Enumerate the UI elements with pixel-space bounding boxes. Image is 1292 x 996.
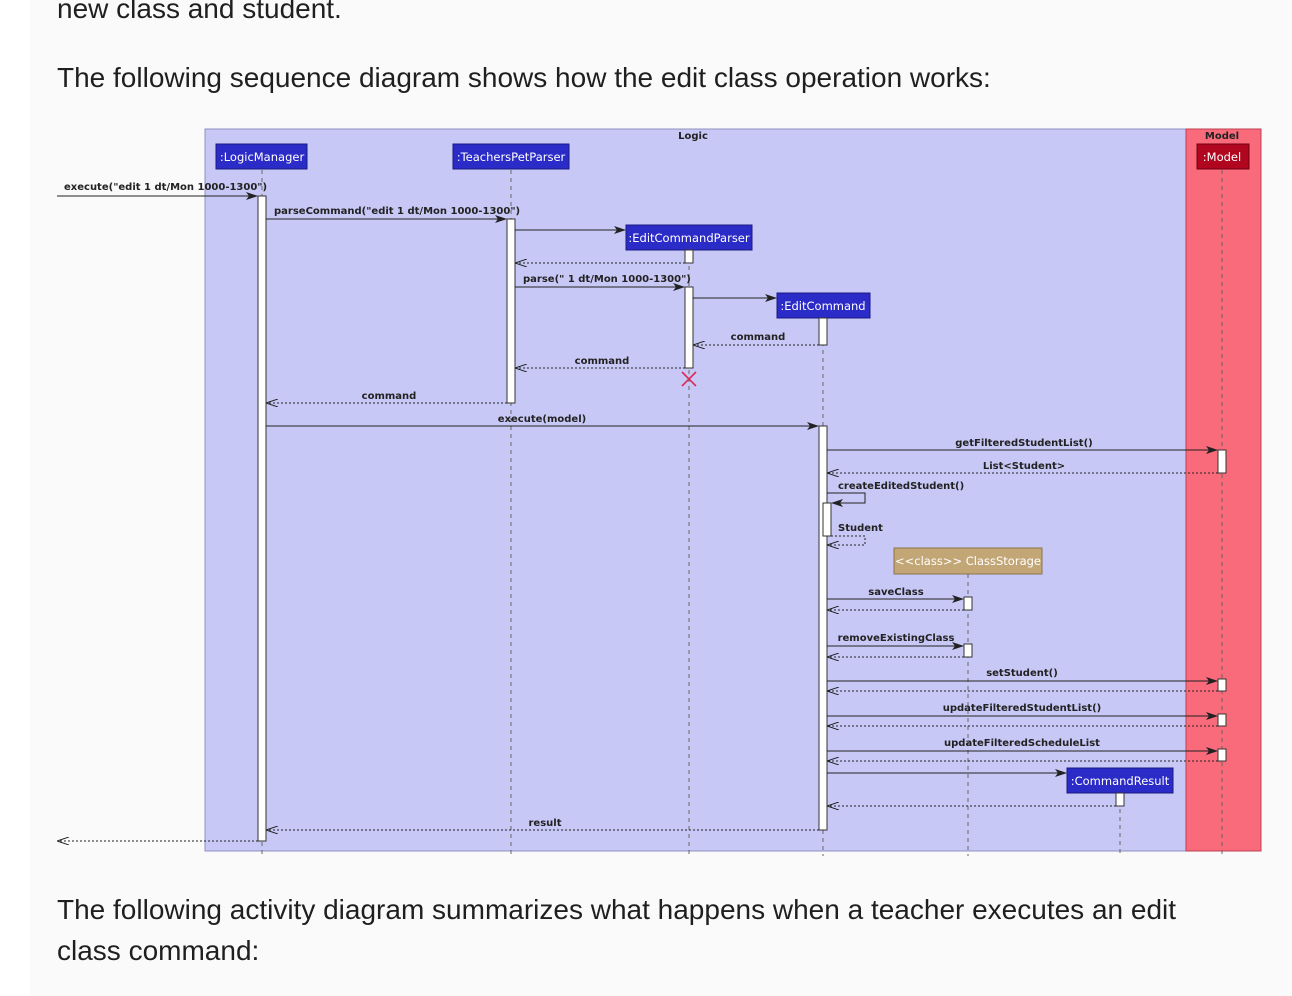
label-create-edited: createEditedStudent(): [838, 481, 964, 492]
label-update-filtered-student: updateFilteredStudentList(): [943, 703, 1101, 714]
participant-edit-command-box: [776, 292, 871, 319]
sequence-diagram-intro: The following sequence diagram shows how…: [57, 62, 991, 93]
activation-model-1: [1217, 449, 1227, 474]
label-save-class: saveClass: [868, 587, 923, 598]
participant-command-result-box: [1066, 767, 1174, 794]
activation-logic-manager: [257, 195, 267, 842]
label-command-1: command: [731, 332, 786, 343]
participant-parser-box: [452, 143, 570, 170]
participant-model-label: :Model: [1203, 150, 1241, 164]
activation-edit-command-2: [818, 425, 828, 831]
activation-edit-parser-2: [684, 286, 694, 369]
participant-logic-manager-box: [215, 143, 308, 170]
label-list-student: List<Student>: [983, 461, 1065, 472]
participant-edit-parser-box: [625, 224, 753, 251]
label-execute-model: execute(model): [498, 414, 586, 425]
activity-intro-text: The following activity diagram summarize…: [57, 894, 1177, 966]
participant-class-storage-label: <<class>> ClassStorage: [895, 554, 1041, 568]
top-paragraph-line: new class and student.: [57, 0, 342, 24]
label-command-2: command: [575, 356, 630, 367]
participant-logic-manager-label: :LogicManager: [220, 150, 305, 164]
label-set-student: setStudent(): [986, 668, 1058, 679]
participant-parser-label: :TeachersPetParser: [457, 150, 566, 164]
activation-edit-parser-1: [684, 249, 694, 264]
label-result: result: [529, 818, 562, 829]
participant-model-box: [1196, 143, 1250, 170]
activation-parser: [506, 218, 516, 404]
activation-class-storage-1: [963, 596, 973, 611]
participant-command-result-label: :CommandResult: [1071, 774, 1170, 788]
activation-edit-command-nested: [822, 502, 832, 537]
activation-model-4: [1217, 748, 1227, 762]
destroy-mark: [681, 371, 697, 387]
participant-edit-command-label: :EditCommand: [780, 299, 865, 313]
activation-edit-command-1: [818, 317, 828, 346]
label-student: Student: [838, 523, 883, 534]
activation-model-2: [1217, 678, 1227, 692]
label-parse-command: parseCommand("edit 1 dt/Mon 1000-1300"): [274, 206, 520, 217]
label-parse: parse(" 1 dt/Mon 1000-1300"): [523, 274, 691, 285]
participant-edit-parser-label: :EditCommandParser: [628, 231, 750, 245]
logic-frame-label: Logic: [678, 131, 708, 142]
label-get-filtered: getFilteredStudentList(): [955, 438, 1092, 449]
activity-diagram-intro-line-1: The following activity diagram summarize…: [57, 889, 1237, 971]
label-remove-existing: removeExistingClass: [838, 633, 955, 644]
msg-create-edited-self: [827, 492, 866, 507]
label-update-filtered-schedule: updateFilteredScheduleList: [944, 738, 1100, 749]
msg-return-student-self: [828, 535, 866, 545]
activation-command-result: [1115, 792, 1125, 807]
participant-class-storage-box: [893, 547, 1043, 575]
model-frame-label: Model: [1205, 131, 1239, 142]
label-execute-call: execute("edit 1 dt/Mon 1000-1300"): [64, 182, 267, 193]
activation-class-storage-2: [963, 643, 973, 658]
activation-model-3: [1217, 713, 1227, 727]
label-command-3: command: [362, 391, 417, 402]
model-frame: [1185, 128, 1262, 852]
